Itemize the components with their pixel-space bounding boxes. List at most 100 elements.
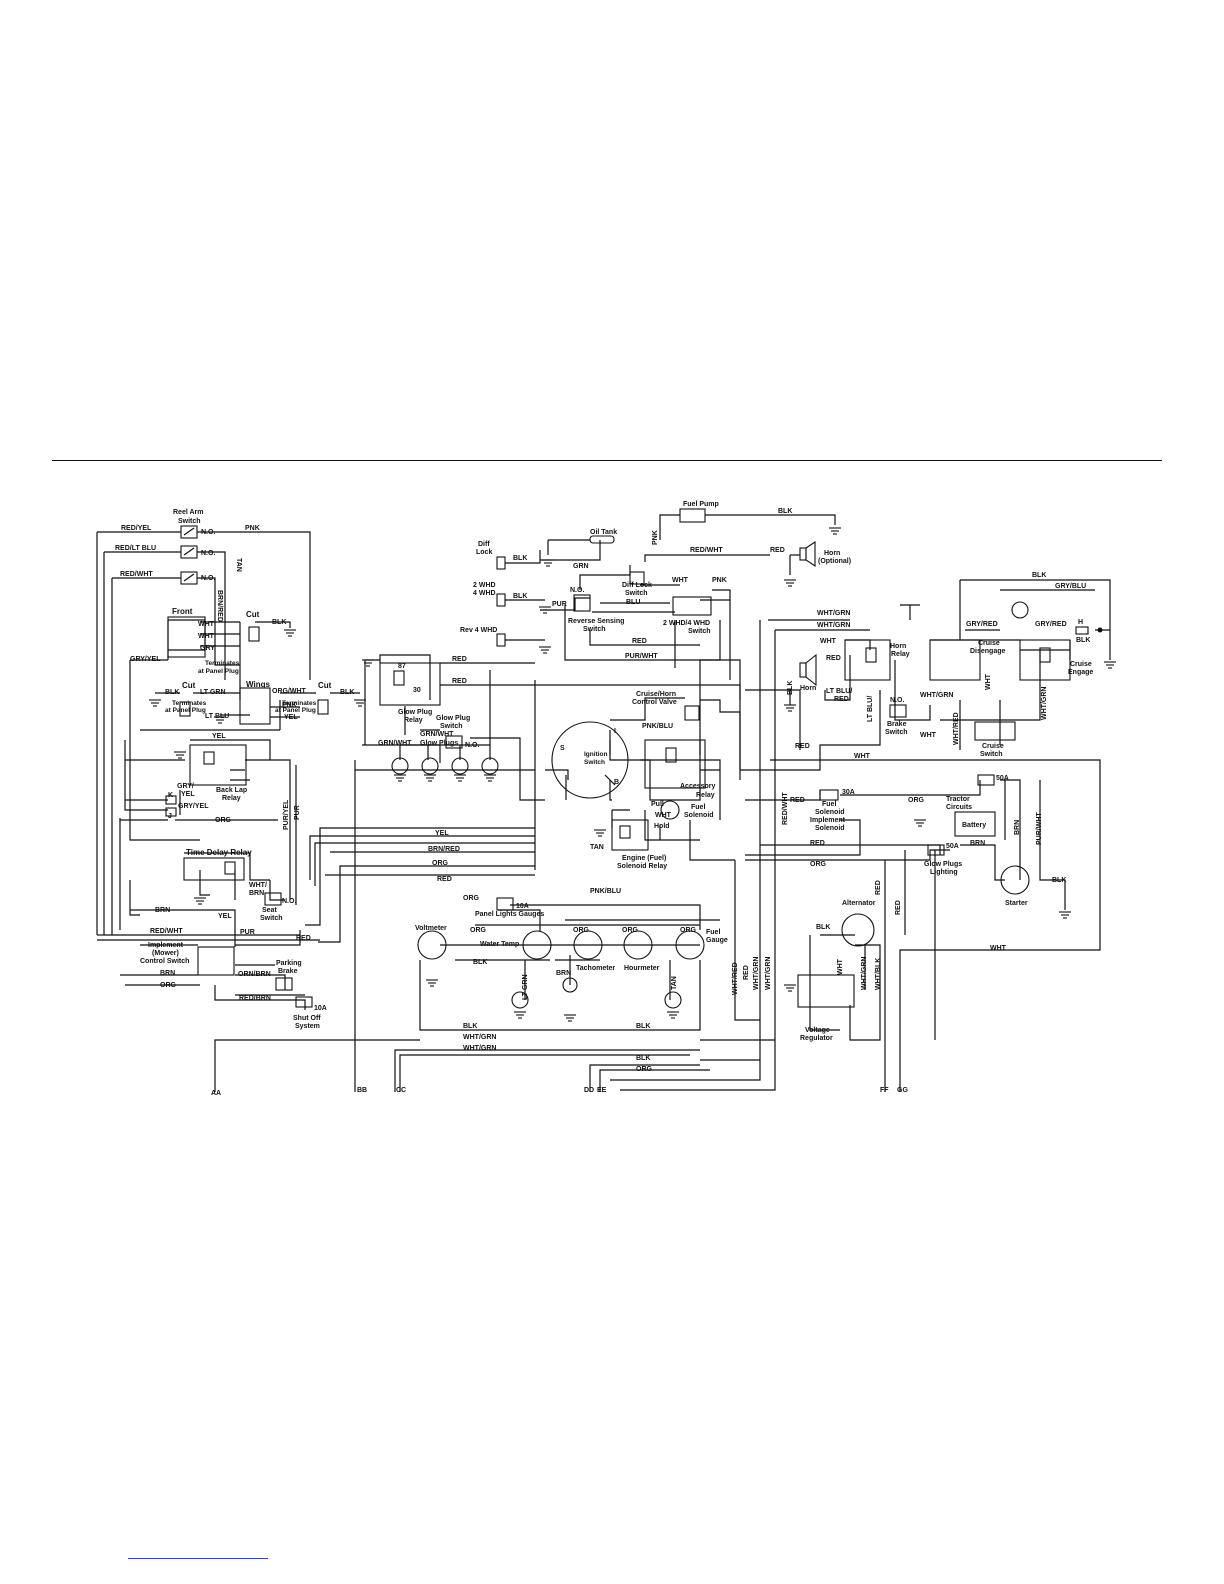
label-ign-s: S: [560, 745, 565, 752]
wire-label: GRN/WHT: [378, 740, 412, 747]
reel-arm-switch: [180, 525, 198, 585]
wire-label: ORG: [470, 927, 487, 934]
label-accessory: Accessory: [680, 783, 716, 790]
label-system: System: [295, 1023, 320, 1030]
wire-label: YEL: [218, 913, 232, 920]
label-2whd-4whd: 2 WHD/4 WHD: [663, 620, 710, 627]
wire-label: GRY/BLU: [1055, 583, 1086, 590]
label-cut: Cut: [246, 610, 260, 619]
front-switch: [167, 616, 206, 658]
fuel-sender: [664, 991, 682, 1009]
label-h: H: [1078, 619, 1083, 626]
cut-connector: [179, 701, 191, 717]
wire-label: BRN: [970, 840, 985, 847]
junction-dot: [1097, 627, 1103, 633]
wire-label: LT BLU: [205, 713, 229, 720]
label-lighting: Lighting: [930, 869, 958, 876]
label-fuel-pump: Fuel Pump: [683, 501, 719, 508]
label-cruise: Cruise: [1070, 661, 1092, 668]
label-no: N.O.: [201, 575, 215, 582]
label-switch: Switch: [625, 590, 648, 597]
top-middle-wires: [505, 514, 836, 680]
label-fuel: Fuel: [691, 804, 705, 811]
implement-control-switch: [197, 946, 235, 976]
wire-label: RED: [875, 880, 882, 895]
label-glow-plugs: Glow Plugs: [924, 861, 962, 868]
ground-icon: [283, 629, 297, 637]
voltage-regulator: [797, 974, 855, 1008]
label-no: N.O.: [890, 697, 904, 704]
label-lock: Lock: [476, 549, 492, 556]
label-regulator: Regulator: [800, 1035, 833, 1042]
ground-icon: [593, 829, 607, 837]
label-cruise: Cruise: [978, 640, 1000, 647]
hourmeter-gauge: [623, 930, 653, 960]
engine-fuel-solenoid-relay: [611, 819, 649, 851]
wire-label: WHT: [990, 945, 1007, 952]
ground-icon: [361, 659, 375, 667]
label-switch: Switch: [980, 751, 1003, 758]
wire-label: BLK: [272, 619, 286, 626]
label-solenoid-relay: Solenoid Relay: [617, 863, 667, 870]
wire-label: RED: [795, 743, 810, 750]
wire-label: ORG: [622, 927, 639, 934]
wire-label: ORG: [636, 1066, 653, 1073]
top-switch-icon: [900, 604, 920, 620]
back-lap-relay: [189, 744, 247, 786]
wire-label: BLK: [636, 1023, 650, 1030]
terminal-cc: CC: [396, 1087, 406, 1094]
label-glow-plug: Glow Plug: [398, 709, 432, 716]
2whd-connector: [496, 593, 506, 607]
wire-label: WHT: [837, 958, 844, 975]
relay-coil: [224, 861, 236, 875]
terminal-aa: AA: [211, 1090, 221, 1097]
label-30: 30: [413, 687, 421, 694]
glow-plug: [481, 757, 499, 775]
wire-label: BRN/RED: [216, 590, 223, 622]
ground-icon: [913, 819, 927, 827]
parking-brake-switch: [275, 977, 293, 991]
wire-label: BLK: [165, 689, 179, 696]
diff-lock-connector: [496, 556, 506, 570]
wire-label: WHT/: [249, 882, 267, 889]
wire-label: PNK/BLU: [590, 888, 621, 895]
wire-label: RED/WHT: [120, 571, 153, 578]
wire-label: WHT: [854, 753, 871, 760]
terminal-gg: GG: [897, 1087, 908, 1094]
2whd-4whd-switch: [672, 596, 712, 616]
label-shut-off: Shut Off: [293, 1015, 321, 1022]
wire-label: PNK: [652, 530, 659, 545]
wire-label: RED: [826, 655, 841, 662]
label-fuel: Fuel: [822, 801, 836, 808]
wire-label: RED/WHT: [150, 928, 183, 935]
label-ign-b: B: [614, 779, 619, 786]
label-j: J: [168, 813, 172, 820]
label-50a: 50A: [946, 843, 959, 850]
wire-label: BRN: [160, 970, 175, 977]
wire-label: BLK: [636, 1055, 650, 1062]
label-implement: Implement: [810, 817, 846, 824]
label-water-temp: Water Temp: [480, 941, 519, 948]
label-no: N.O.: [282, 898, 296, 905]
label-switch: Switch: [583, 626, 606, 633]
label-cruise: Cruise: [982, 743, 1004, 750]
wire-label: RED/WHT: [782, 792, 789, 825]
cruise-horn-control-valve: [684, 705, 700, 721]
terminal-bb: BB: [357, 1087, 367, 1094]
accessory-relay: [644, 739, 706, 789]
label-horn: Horn: [800, 685, 816, 692]
horn-optional-icon: [789, 540, 816, 575]
wire-label: GRN: [573, 563, 589, 570]
h-fuse: [1075, 626, 1089, 635]
glow-plug: [391, 757, 409, 775]
cruise-switch: [974, 721, 1016, 741]
wire-label: RED: [895, 900, 902, 915]
wire-label: LT BLU/: [867, 696, 874, 722]
label-ignition: Ignition: [584, 751, 607, 758]
top-rule: [52, 460, 1162, 461]
diff-lock-switch: [629, 571, 645, 585]
label-wings: Wings: [246, 680, 270, 689]
label-back-lap: Back Lap: [216, 787, 247, 794]
label-reel-arm-switch: Switch: [178, 518, 201, 525]
label-terminates: Terminates: [205, 660, 240, 667]
